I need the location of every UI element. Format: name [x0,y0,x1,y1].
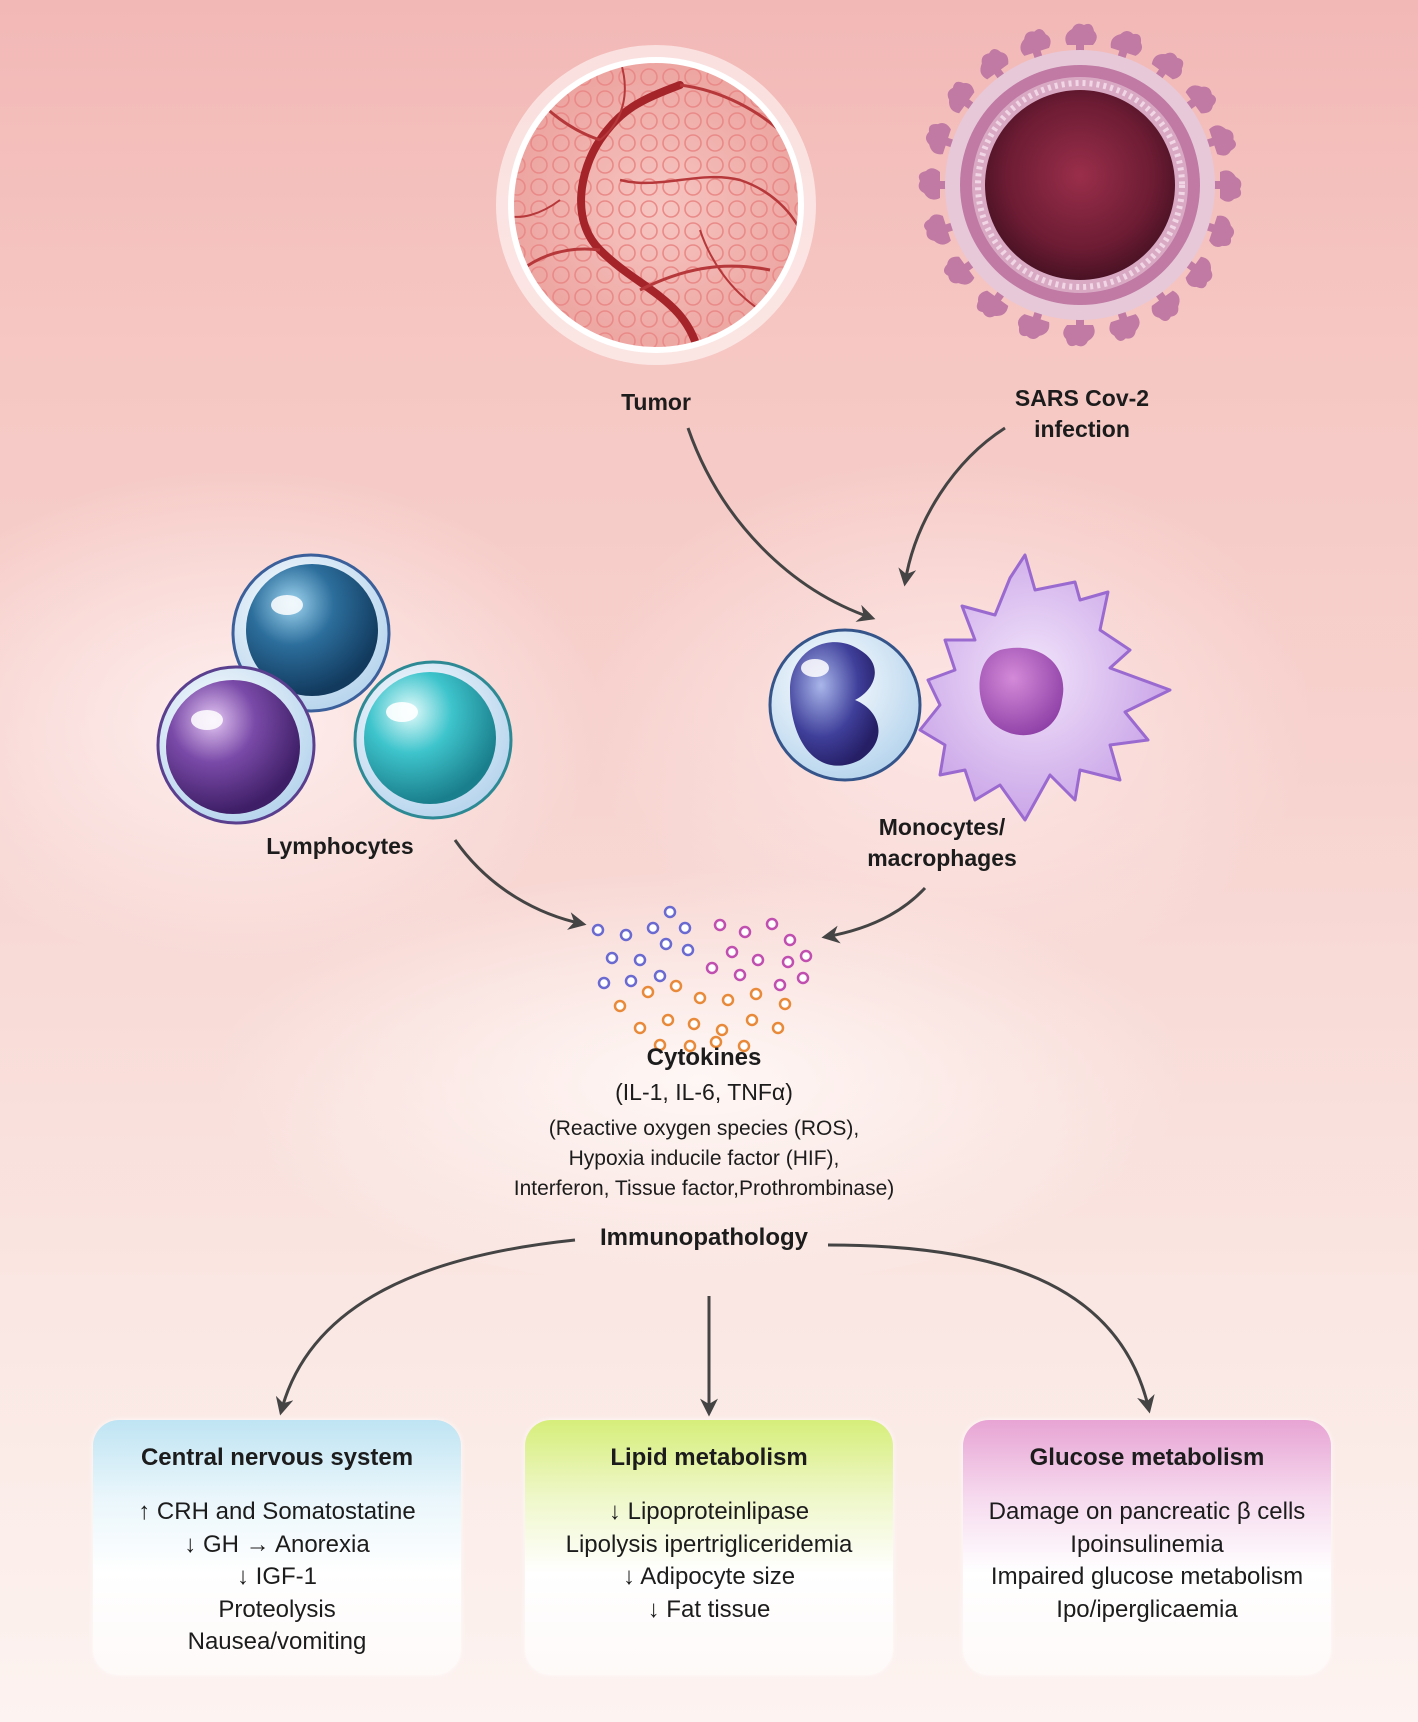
cytokine-dot [624,974,638,988]
cytokine-dot [725,945,739,959]
cns-item: ↓ IGF-1 [236,1563,317,1590]
cytokine-dot [783,933,797,947]
mediators-text: (Reactive oxygen species (ROS), Hypoxia … [470,1114,938,1204]
mediators-line: Hypoxia inducile factor (HIF), [568,1147,840,1170]
cytokine-dot [796,971,810,985]
arrow-to-glucose [827,1243,1155,1414]
cytokine-dot [633,1021,647,1035]
cytokine-dot [773,978,787,992]
cytokine-dot [713,918,727,932]
sars-label-line1: SARS Cov-2 [1014,385,1150,411]
mediators-line: Interferon, Tissue factor,Prothrombinase… [513,1177,895,1200]
glucose-box-list: Damage on pancreatic β cells Ipoinsuline… [963,1496,1331,1626]
tumor-label: Tumor [621,389,691,415]
cytokine-dot [653,1038,667,1052]
cytokine-dot [678,921,692,935]
cytokine-dot [765,917,779,931]
arrow-tumor-to-macrophages [686,427,876,622]
cytokine-dot [771,1021,785,1035]
cns-box-title: Central nervous system [140,1444,414,1471]
lipid-box: Lipid metabolism ↓ Lipoproteinlipase Lip… [525,1420,893,1675]
glucose-item: Ipoinsulinemia [1070,1530,1224,1558]
cns-box: Central nervous system ↑ CRH and Somatos… [93,1420,461,1675]
virus-image [918,23,1242,347]
cytokine-dot [778,997,792,1011]
arrow-lymphocytes-to-cytokines [453,839,587,930]
lipid-item: ↓ Adipocyte size [622,1563,796,1590]
cytokine-dot [597,976,611,990]
monocytes-label: Monocytes/ macrophages [822,812,1062,874]
arrow-sars-to-macrophages [898,426,1006,587]
glucose-item: Ipo/iperglicaemia [1056,1595,1238,1623]
glucose-box: Glucose metabolism Damage on pancreatic … [963,1420,1331,1675]
lipid-item: ↓ Lipoproteinlipase [608,1498,810,1525]
cytokine-dot [693,991,707,1005]
mediators-line: (Reactive oxygen species (ROS), [548,1117,860,1140]
cytokine-dot [646,921,660,935]
cytokine-dot [709,1035,723,1049]
cytokine-dot [705,961,719,975]
lipid-item: ↓ Fat tissue [647,1595,771,1623]
cytokine-dot [683,1039,697,1053]
cytokine-dot [633,953,647,967]
cytokine-dot [681,943,695,957]
cytokines-dots [591,905,813,1053]
cytokine-dot [781,955,795,969]
cytokine-dot [653,969,667,983]
lipid-box-list: ↓ Lipoproteinlipase Lipolysis ipertrigli… [525,1496,893,1626]
lymphocytes-label: Lymphocytes [266,833,414,859]
cns-item: Proteolysis [218,1595,336,1623]
cytokine-dot [733,968,747,982]
cytokine-dot [799,949,813,963]
cns-item: Nausea/vomiting [187,1628,367,1655]
lipid-item: Lipolysis ipertrigliceridemia [565,1530,853,1558]
cns-item: ↑ CRH and Somatostatine [138,1498,416,1525]
cns-box-list: ↑ CRH and Somatostatine ↓ GH → Anorexia … [93,1496,461,1659]
cytokine-dot [721,993,735,1007]
glucose-box-title: Glucose metabolism [1029,1444,1265,1471]
monocytes-label-line2: macrophages [867,845,1017,871]
cytokine-dot [749,987,763,1001]
cytokine-dot [715,1023,729,1037]
glucose-item: Impaired glucose metabolism [990,1563,1304,1590]
lipid-box-title: Lipid metabolism [610,1444,808,1471]
cytokines-label: Cytokines [646,1044,762,1071]
arrows [275,426,1155,1417]
cytokine-dot [745,1013,759,1027]
monocytes-macrophages-image [768,553,1172,822]
cytokine-dot [687,1017,701,1031]
cytokine-dot [669,979,683,993]
cytokine-dot [663,905,677,919]
cytokine-dot [659,937,673,951]
cytokine-dot [641,985,655,999]
cytokines-sub-label: (IL-1, IL-6, TNFα) [615,1079,793,1105]
tumor-image [496,45,816,365]
cytokine-dot [619,928,633,942]
monocytes-label-line1: Monocytes/ [878,814,1006,840]
cytokine-dot [591,923,605,937]
cytokine-dot [751,953,765,967]
cytokine-dot [605,951,619,965]
immunopathology-label: Immunopathology [600,1224,808,1251]
lymphocytes-image [156,553,513,825]
arrow-to-cns [275,1238,576,1416]
glucose-item: Damage on pancreatic β cells [988,1498,1306,1525]
cytokine-dot [661,1013,675,1027]
sars-label: SARS Cov-2 infection [962,383,1202,445]
cns-item: ↓ GH → Anorexia [184,1530,370,1558]
arrow-monocytes-to-cytokines [821,886,927,944]
sars-label-line2: infection [1034,416,1130,442]
cytokine-dot [613,999,627,1013]
cytokine-dot [738,925,752,939]
cytokine-dot [737,1039,751,1053]
